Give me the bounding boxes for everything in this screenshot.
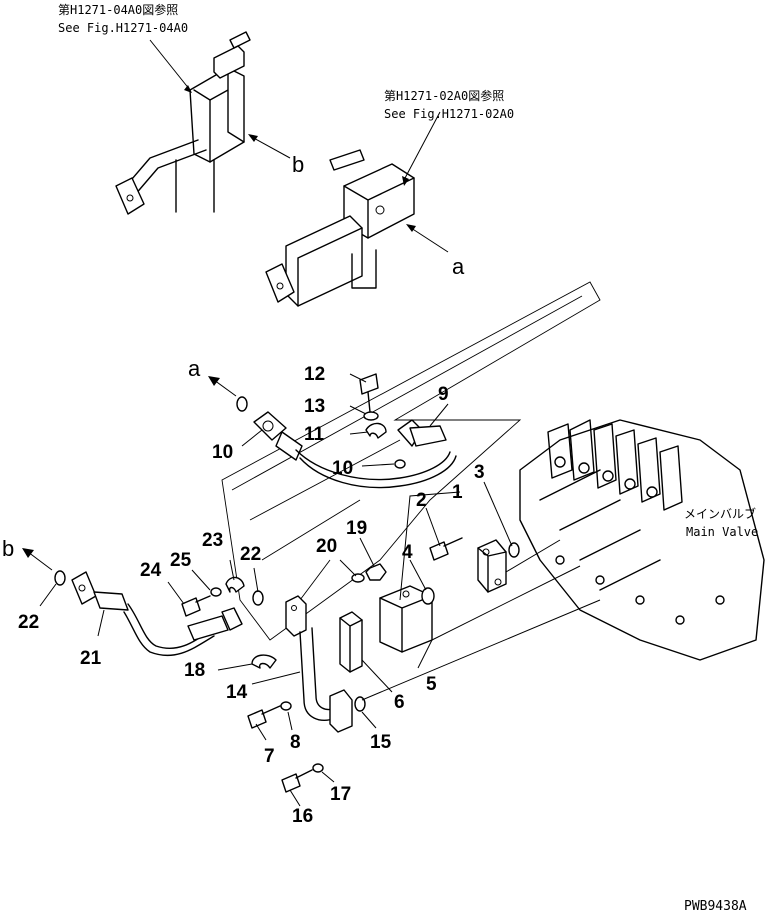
reference-a-english: See Fig.H1271-02A0 [384,107,514,121]
part-number-25: 25 [170,550,192,571]
part-number-8: 8 [290,732,301,753]
part-number-17: 17 [330,784,351,805]
part-number-19: 19 [346,518,367,539]
reference-a-japanese: 第H1271-02A0図参照 [384,88,504,103]
part-number-22-left: 22 [18,612,39,633]
part-number-14: 14 [226,682,248,703]
background-outline [221,281,601,641]
part-number-11: 11 [304,424,325,445]
part-number-4: 4 [402,542,413,563]
part-numbers: 1 2 3 4 5 6 7 8 9 10 10 11 12 13 14 15 1… [18,364,485,827]
part-number-7: 7 [264,746,275,767]
part-number-15: 15 [370,732,392,753]
main-valve-label-english: Main Valve [686,525,758,539]
direction-arrows [22,376,248,571]
main-valve [519,419,765,661]
drawing-code: PWB9438A [684,899,747,914]
hose-21-assembly [54,570,245,657]
part-number-23: 23 [202,530,223,551]
part-number-21: 21 [80,648,102,669]
reference-assembly-b [115,31,291,215]
part-number-16: 16 [292,806,313,827]
leader-lines [39,373,601,807]
reference-assembly-a [265,111,449,307]
reference-b-japanese: 第H1271-04A0図参照 [58,2,178,17]
part-number-10-left: 10 [212,442,233,463]
letter-a-arrow: a [188,356,201,381]
part-number-6: 6 [394,692,405,713]
block-assembly [247,537,520,793]
part-number-20: 20 [316,536,337,557]
part-number-12: 12 [304,364,325,385]
part-number-10-mid: 10 [332,458,353,479]
part-number-13: 13 [304,396,325,417]
part-number-22-mid: 22 [240,544,261,565]
letter-b-arrow: b [2,536,14,561]
part-number-24: 24 [140,560,162,581]
hose-10-assembly [253,373,457,489]
main-valve-label-japanese: メインバルブ [684,506,756,521]
letter-a-top: a [452,254,465,279]
part-number-18: 18 [184,660,205,681]
part-number-2: 2 [416,490,427,511]
reference-b-english: See Fig.H1271-04A0 [58,21,188,35]
part-number-9: 9 [438,384,449,405]
part-number-5: 5 [426,674,437,695]
part-number-3: 3 [474,462,485,483]
part-number-1: 1 [452,482,463,503]
letter-b-top: b [292,152,304,177]
